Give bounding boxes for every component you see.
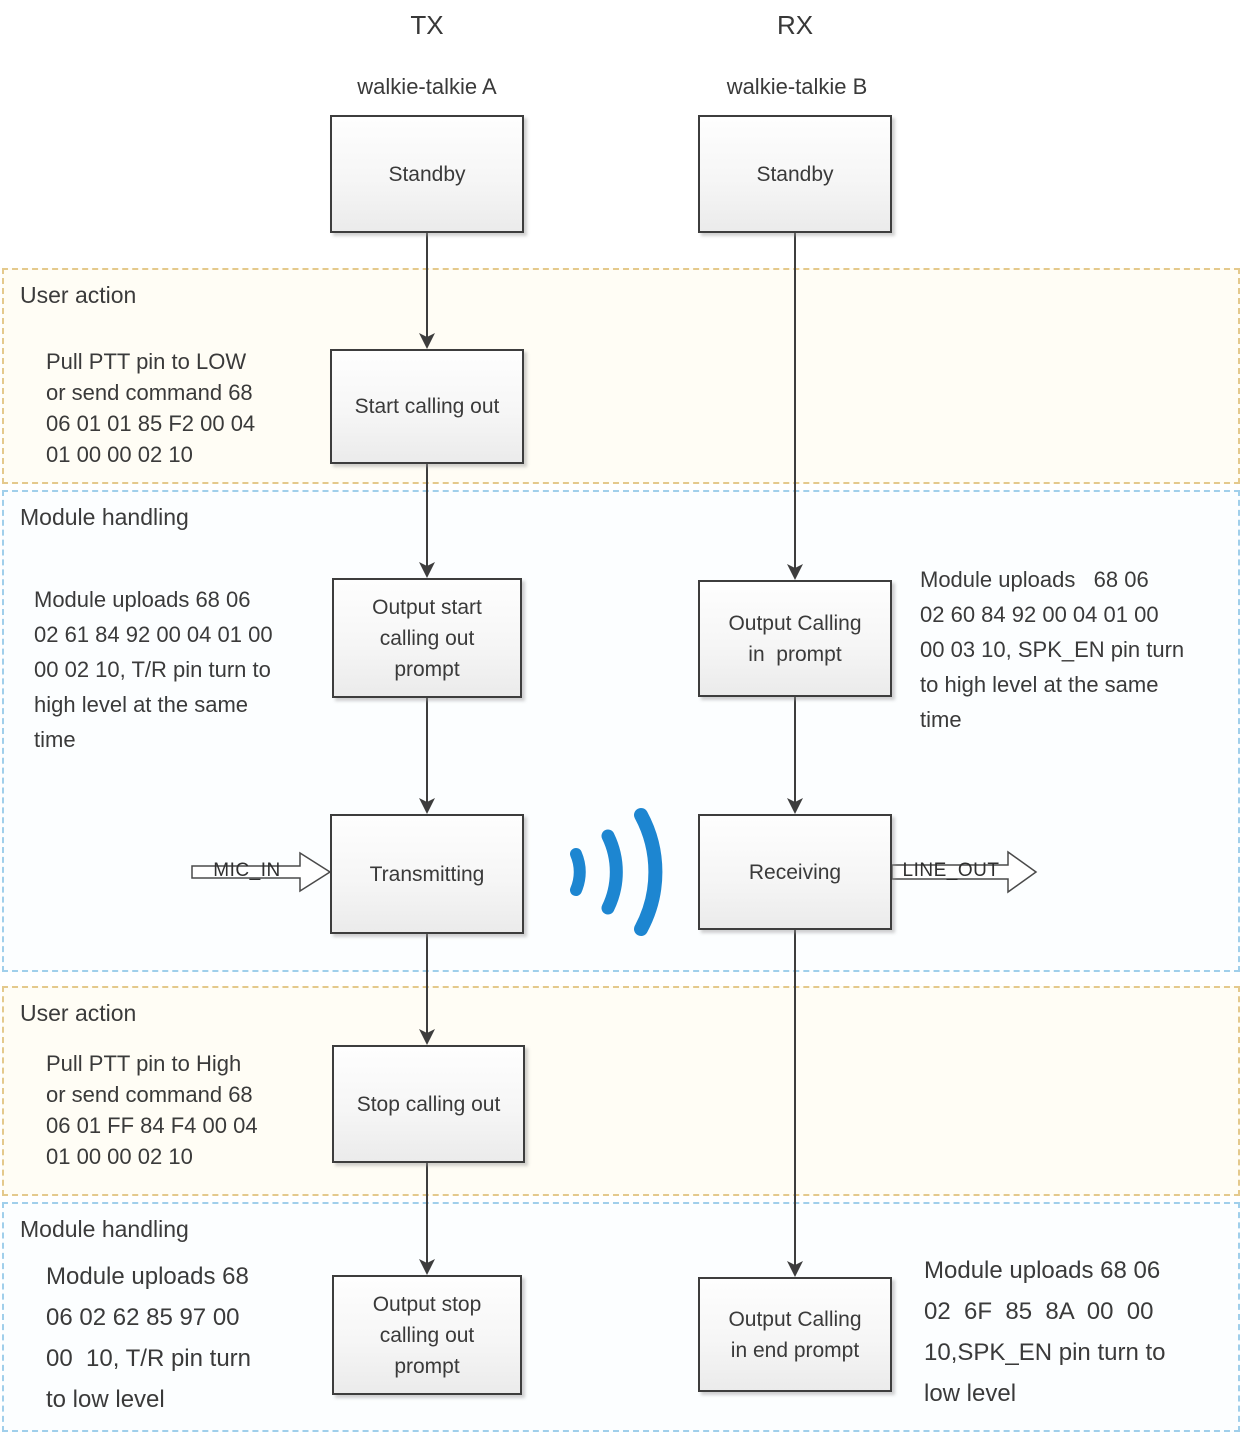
rx-column-header: RX [776, 10, 814, 40]
region-label: User action [20, 282, 137, 308]
region-label: Module handling [20, 1216, 189, 1242]
note-module-handling-1-right: Module uploads 68 06 02 60 84 92 00 04 0… [920, 567, 1185, 732]
region-user-action-1: User action Pull PTT pin to LOW or send … [2, 268, 1240, 484]
rx-device-label: walkie-talkie B [726, 74, 868, 99]
tx-column-header: TX [410, 10, 444, 40]
region-label: User action [20, 1000, 137, 1026]
region-module-handling-1: Module handling Module uploads 68 06 02 … [2, 490, 1240, 972]
mic-in-label: MIC_IN [213, 860, 281, 881]
note-module-handling-1-left: Module uploads 68 06 02 61 84 92 00 04 0… [34, 587, 273, 752]
note-module-handling-2-right: Module uploads 68 06 02 6F 85 8A 00 00 1… [924, 1257, 1166, 1407]
note-module-handling-2-left: Module uploads 68 06 02 62 85 97 00 00 1… [46, 1263, 252, 1413]
tx-device-label: walkie-talkie A [357, 74, 497, 99]
box-rx-output-calling-in-end-prompt: Output Calling in end prompt [698, 1277, 892, 1392]
box-rx-standby: Standby [698, 115, 892, 233]
note-user-action-2: Pull PTT pin to High or send command 68 … [46, 1051, 258, 1169]
box-tx-transmitting: Transmitting [330, 814, 524, 934]
box-tx-standby: Standby [330, 115, 524, 233]
note-user-action-1: Pull PTT pin to LOW or send command 68 0… [46, 349, 256, 467]
box-rx-output-calling-in-prompt: Output Calling in prompt [698, 580, 892, 697]
box-tx-stop-calling-out: Stop calling out [332, 1045, 525, 1163]
region-user-action-2: User action Pull PTT pin to High or send… [2, 986, 1240, 1196]
box-tx-output-stop-prompt: Output stop calling out prompt [332, 1275, 522, 1395]
box-tx-output-start-prompt: Output start calling out prompt [332, 578, 522, 698]
region-label: Module handling [20, 504, 189, 530]
line-out-label: LINE_OUT [902, 860, 1000, 881]
box-rx-receiving: Receiving [698, 814, 892, 930]
region-module-handling-2: Module handling Module uploads 68 06 02 … [2, 1202, 1240, 1432]
box-tx-start-calling-out: Start calling out [330, 349, 524, 464]
